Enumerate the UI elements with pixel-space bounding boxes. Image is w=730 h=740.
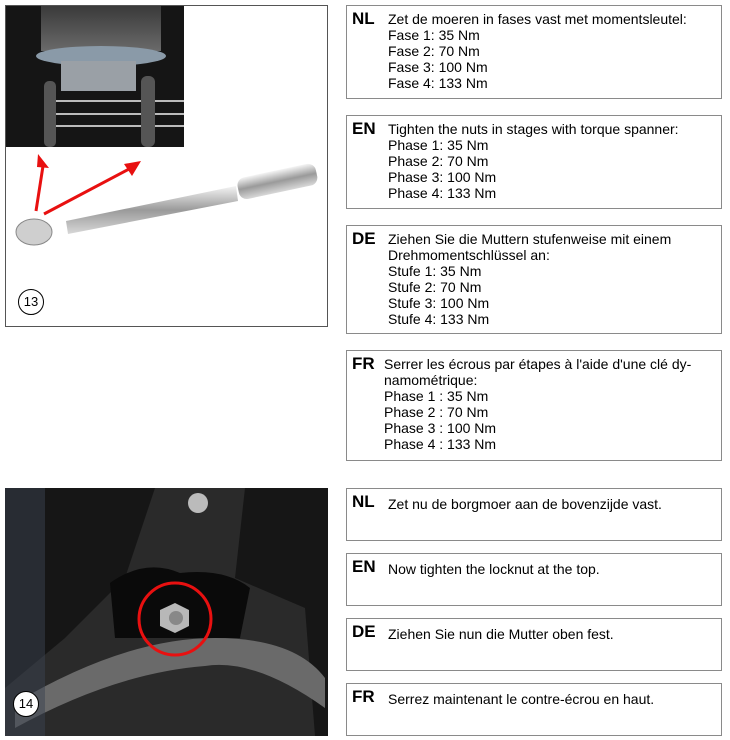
highlight-circle-icon: [137, 581, 213, 657]
text-line: Phase 1 : 35 Nm: [384, 388, 489, 404]
language-code: NL: [352, 492, 375, 511]
text-line: Zet de moeren in fases vast met momentsl…: [388, 11, 687, 27]
text-line: Stufe 2: 70 Nm: [388, 279, 482, 295]
text-line: Zet nu de borgmoer aan de bovenzijde vas…: [388, 496, 662, 512]
instruction-en: EN Tighten the nuts in stages with torqu…: [346, 115, 722, 209]
language-code: EN: [352, 557, 376, 576]
text-line: Fase 1: 35 Nm: [388, 27, 480, 43]
torque-wrench-image: [15, 163, 318, 246]
text-line: Phase 3: 100 Nm: [388, 169, 497, 185]
text-line: Fase 3: 100 Nm: [388, 59, 488, 75]
language-code: FR: [352, 687, 375, 706]
instruction-nl: NL Zet de moeren in fases vast met momen…: [346, 5, 722, 99]
text-line: Stufe 4: 133 Nm: [388, 311, 490, 327]
language-code: DE: [352, 229, 376, 248]
text-line: Stufe 3: 100 Nm: [388, 295, 490, 311]
text-line: Fase 2: 70 Nm: [388, 43, 480, 59]
text-line: Phase 1: 35 Nm: [388, 137, 489, 153]
text-line: Ziehen Sie die Muttern stufenweise mit e…: [388, 231, 672, 247]
instruction-en: EN Now tighten the locknut at the top.: [346, 553, 722, 606]
text-line: Phase 2: 70 Nm: [388, 153, 489, 169]
figure-number: 14: [13, 691, 39, 717]
text-line: Serrez maintenant le contre-écrou en hau…: [388, 691, 655, 707]
text-line: Phase 4 : 133 Nm: [384, 436, 497, 452]
text-line: namométrique:: [384, 372, 478, 388]
text-line: Fase 4: 133 Nm: [388, 75, 488, 91]
language-code: DE: [352, 622, 376, 641]
language-code: FR: [352, 354, 375, 373]
language-code: NL: [352, 9, 375, 28]
instruction-fr: FR Serrez maintenant le contre-écrou en …: [346, 683, 722, 736]
text-line: Phase 2 : 70 Nm: [384, 404, 489, 420]
text-line: Now tighten the locknut at the top.: [388, 561, 600, 577]
text-line: Serrer les écrous par étapes à l'aide d'…: [384, 356, 692, 372]
figure-13-illustration: [6, 6, 318, 246]
red-arrow-icon: [34, 154, 141, 216]
text-line: Drehmomentschlüssel an:: [388, 247, 550, 263]
instruction-de: DE Ziehen Sie nun die Mutter oben fest.: [346, 618, 722, 671]
locknut-photo: [5, 488, 328, 736]
instruction-de: DE Ziehen Sie die Muttern stufenweise mi…: [346, 225, 722, 334]
figure-14-locknut-photo: 14: [5, 488, 328, 736]
text-line: Stufe 1: 35 Nm: [388, 263, 482, 279]
figure-13-torque-wrench: 13: [5, 5, 328, 327]
text-line: Ziehen Sie nun die Mutter oben fest.: [388, 626, 614, 642]
text-line: Phase 4: 133 Nm: [388, 185, 497, 201]
instruction-fr: FR Serrer les écrous par étapes à l'aide…: [346, 350, 722, 461]
language-code: EN: [352, 119, 376, 138]
instruction-nl: NL Zet nu de borgmoer aan de bovenzijde …: [346, 488, 722, 541]
figure-number: 13: [18, 289, 44, 315]
text-line: Phase 3 : 100 Nm: [384, 420, 497, 436]
text-line: Tighten the nuts in stages with torque s…: [388, 121, 679, 137]
